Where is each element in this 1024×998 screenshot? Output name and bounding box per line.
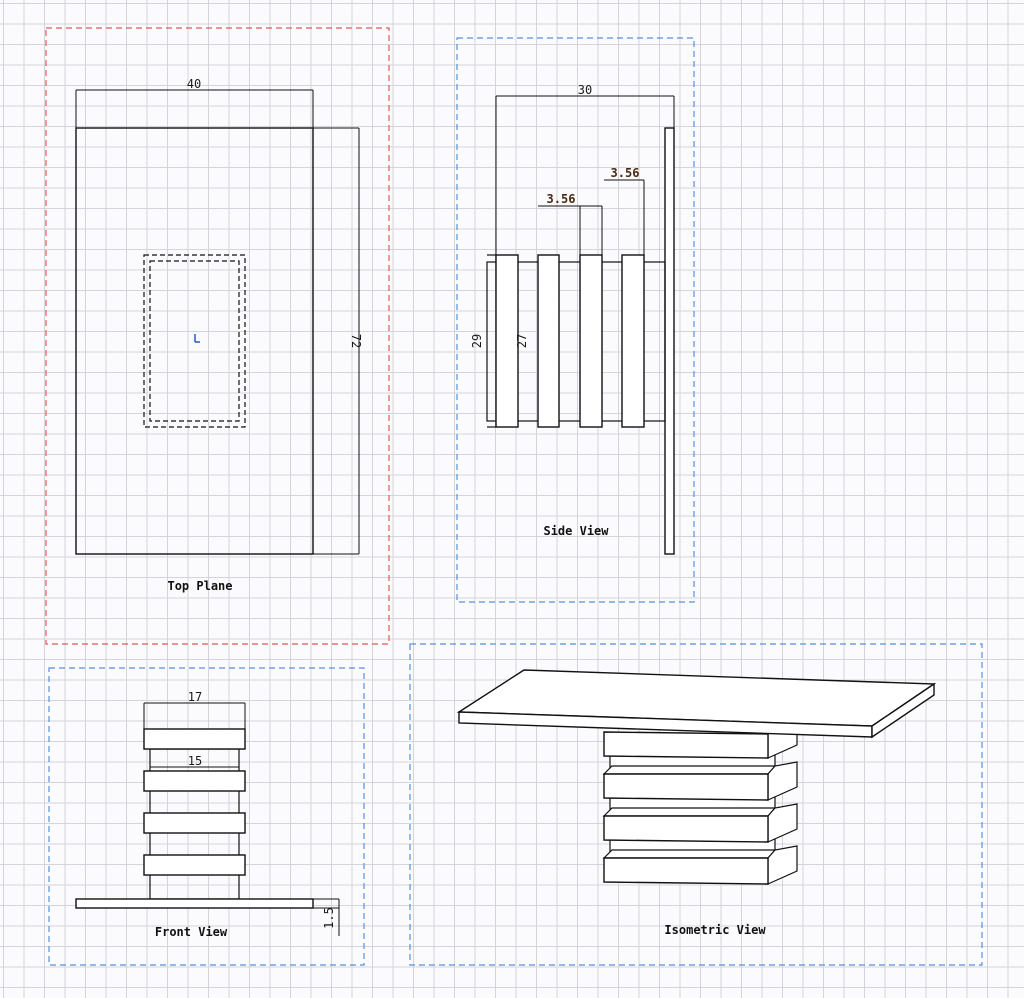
dim-label-17: 17: [188, 690, 202, 704]
isometric-view-frame[interactable]: [409, 643, 983, 966]
dim-label-30: 30: [578, 83, 592, 97]
front-view-caption: Front View: [155, 925, 228, 939]
side-base-body[interactable]: [486, 261, 666, 422]
top-plane-view[interactable]: 40 72 Top Plane: [45, 27, 390, 645]
side-view-frame[interactable]: [456, 37, 695, 603]
dim-label-29: 29: [470, 334, 484, 348]
front-fin-2[interactable]: [143, 770, 246, 792]
iso-fin-4[interactable]: [602, 845, 798, 885]
iso-fin-2[interactable]: [602, 761, 798, 801]
dim-label-356-a: 3.56: [547, 192, 576, 206]
side-view-caption: Side View: [543, 524, 609, 538]
dim-label-width: 40: [187, 77, 201, 91]
hidden-base-inner[interactable]: [149, 260, 240, 422]
hidden-base-outer[interactable]: [143, 254, 246, 428]
dim-label-15: 15: [188, 754, 202, 768]
front-view[interactable]: 17 15 1.5 Front View: [48, 667, 365, 966]
side-view[interactable]: 30 3.56 3.56 29 27 Side View: [456, 37, 695, 603]
side-fin-3[interactable]: [579, 254, 603, 428]
front-fin-1[interactable]: [143, 728, 246, 750]
front-view-frame[interactable]: [48, 667, 365, 966]
side-fin-1[interactable]: [495, 254, 519, 428]
origin-marker-icon: [194, 334, 200, 343]
iso-tabletop[interactable]: [456, 669, 937, 739]
side-fin-2[interactable]: [537, 254, 560, 428]
dim-label-1-5: 1.5: [322, 907, 336, 929]
top-plane-frame[interactable]: [45, 27, 390, 645]
tabletop-outline[interactable]: [75, 127, 314, 555]
side-tabletop-edge[interactable]: [664, 127, 675, 555]
isometric-view-caption: Isometric View: [664, 923, 766, 937]
top-plane-caption: Top Plane: [167, 579, 232, 593]
isometric-view[interactable]: Isometric View: [409, 643, 983, 966]
dim-label-27: 27: [515, 334, 529, 348]
front-fin-3[interactable]: [143, 812, 246, 834]
dim-label-356-b: 3.56: [611, 166, 640, 180]
front-fin-4[interactable]: [143, 854, 246, 876]
side-fin-4[interactable]: [621, 254, 645, 428]
front-tabletop-edge[interactable]: [75, 898, 314, 909]
iso-fin-3[interactable]: [602, 803, 798, 843]
dim-label-length: 72: [349, 334, 363, 348]
